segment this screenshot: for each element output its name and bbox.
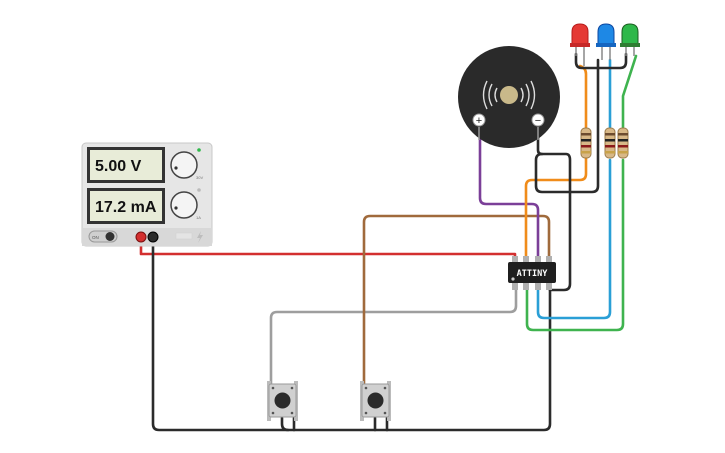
green-led-base xyxy=(620,43,640,47)
resistor-1-band xyxy=(581,133,591,136)
wire-gray-button[interactable] xyxy=(269,288,518,386)
resistor-2-band xyxy=(605,133,615,136)
sound-wave-icon-right-1 xyxy=(520,87,524,103)
red-led[interactable] xyxy=(570,23,590,66)
piezo-buzzer[interactable]: + − xyxy=(458,46,560,148)
negative-terminal[interactable] xyxy=(147,231,159,243)
buzzer-negative-pin[interactable] xyxy=(531,113,545,127)
push-button-1-corner xyxy=(271,386,275,390)
sound-wave-icon-right-2 xyxy=(525,83,530,107)
wire-blue-led[interactable] xyxy=(536,158,612,320)
wire-black-ground[interactable] xyxy=(151,236,552,432)
lightning-icon xyxy=(197,231,203,243)
current-knob-indicator xyxy=(174,206,178,210)
push-button-1-corner xyxy=(290,386,294,390)
buzzer-positive-label: + xyxy=(476,115,482,127)
push-button-2-corner xyxy=(364,411,368,415)
resistors xyxy=(580,127,629,159)
led-lead-bend-green xyxy=(596,52,628,70)
resistor-2-band xyxy=(605,151,615,154)
led-lead-bend-red xyxy=(574,52,600,70)
chip-label: ATTINY xyxy=(517,269,549,279)
chip-pin-bottom-1[interactable] xyxy=(512,282,518,290)
red-led-base xyxy=(570,43,590,47)
buzzer-positive-pin[interactable] xyxy=(472,113,486,127)
chip-pin-bottom-3[interactable] xyxy=(535,282,541,290)
voltage-readout: 5.00 V xyxy=(95,158,142,175)
green-led-icon xyxy=(621,23,639,45)
chip-pin-top-4[interactable] xyxy=(546,256,552,264)
push-button-2-cap[interactable] xyxy=(367,392,384,409)
chip-pin-top-3[interactable] xyxy=(535,256,541,264)
wire-purple-buzzer[interactable] xyxy=(478,136,540,266)
wire-button1-bus xyxy=(280,416,296,432)
wires xyxy=(139,52,638,432)
resistor-3-band xyxy=(618,139,628,142)
voltage-display xyxy=(90,150,162,180)
chip-pin1-marker xyxy=(511,277,515,281)
buzzer-center xyxy=(500,86,518,104)
current-knob[interactable] xyxy=(170,191,198,219)
blue-led[interactable] xyxy=(596,23,616,60)
chip-pin-bottom-2[interactable] xyxy=(523,282,529,290)
sound-wave-icon-right-3 xyxy=(530,80,536,110)
resistor-3-band xyxy=(618,133,628,136)
wire-button2-bus xyxy=(373,416,389,432)
cv-indicator-led xyxy=(197,148,201,152)
wire-orange-led[interactable] xyxy=(524,155,588,266)
sound-wave-icon-left-2 xyxy=(488,83,493,107)
push-button-1[interactable] xyxy=(267,381,298,421)
brand-label xyxy=(175,232,193,240)
sound-wave-icon-left-1 xyxy=(494,87,498,103)
push-button-2[interactable] xyxy=(360,381,391,421)
resistor-3-band xyxy=(618,151,628,154)
wire-brown-button[interactable] xyxy=(362,214,551,386)
push-button-2-corner xyxy=(383,386,387,390)
resistor-1[interactable] xyxy=(580,127,592,159)
resistor-3-band xyxy=(618,145,628,148)
knob-scale-tiny-2: 1A xyxy=(196,215,201,220)
wire-orange-red-led[interactable] xyxy=(578,64,588,129)
resistor-3[interactable] xyxy=(617,127,629,159)
positive-terminal[interactable] xyxy=(135,231,147,243)
current-display xyxy=(90,191,162,221)
power-switch-knob xyxy=(105,232,115,241)
attiny-chip[interactable]: ATTINY xyxy=(508,256,556,290)
current-readout: 17.2 mA xyxy=(95,199,157,216)
cc-indicator-led xyxy=(197,188,201,192)
resistor-2[interactable] xyxy=(604,127,616,159)
chip-pin-top-1[interactable] xyxy=(512,256,518,264)
sound-wave-icon-left-3 xyxy=(482,80,488,110)
push-button-2-corner xyxy=(383,411,387,415)
push-button-1-corner xyxy=(271,411,275,415)
resistor-1-band xyxy=(581,151,591,154)
chip-pin-bottom-4[interactable] xyxy=(546,282,552,290)
resistor-2-band xyxy=(605,145,615,148)
knob-scale-tiny: 30V xyxy=(196,175,203,180)
wire-black-buzzer[interactable] xyxy=(536,136,572,292)
voltage-knob[interactable] xyxy=(170,151,198,179)
power-supply[interactable]: 5.00 V 17.2 mA 30V 1A ON xyxy=(81,142,213,247)
resistor-1-band xyxy=(581,145,591,148)
blue-led-base xyxy=(596,43,616,47)
buzzer-negative-label: − xyxy=(535,115,541,127)
wire-black-led-common[interactable] xyxy=(534,58,600,194)
red-led-icon xyxy=(571,23,589,45)
wire-green-led[interactable] xyxy=(525,158,625,332)
push-button-1-cap[interactable] xyxy=(274,392,291,409)
push-button-2-corner xyxy=(364,386,368,390)
green-led[interactable] xyxy=(620,23,640,56)
chip-pin-top-2[interactable] xyxy=(523,256,529,264)
wire-green-led-top[interactable] xyxy=(621,54,638,129)
resistor-2-band xyxy=(605,139,615,142)
chip-body xyxy=(508,262,556,283)
led-group xyxy=(570,23,640,66)
push-button-1-corner xyxy=(290,411,294,415)
voltage-knob-indicator xyxy=(174,166,178,170)
power-switch-label: ON xyxy=(92,235,99,240)
blue-led-icon xyxy=(597,23,615,45)
resistor-1-band xyxy=(581,139,591,142)
